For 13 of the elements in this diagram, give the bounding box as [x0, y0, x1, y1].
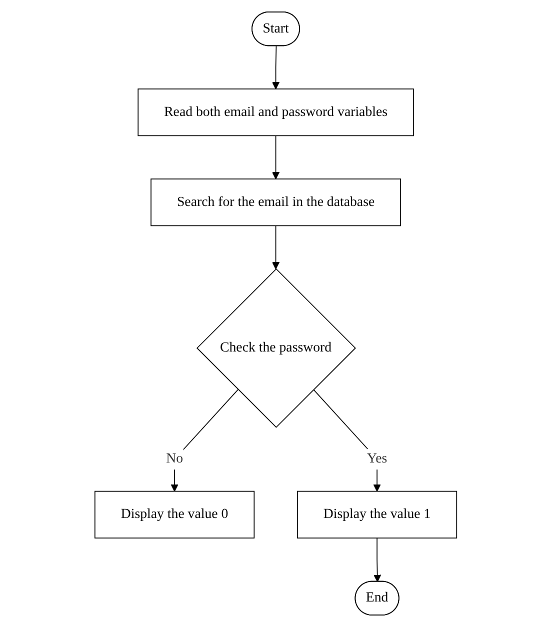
node-box: Display the value 1	[296, 490, 457, 538]
edge-label: Yes	[366, 451, 387, 466]
node-box: Display the value 0	[94, 490, 254, 538]
arrow	[272, 225, 280, 270]
arrow	[312, 389, 381, 492]
arrow	[272, 46, 280, 90]
node-diamond: Check the password	[196, 268, 356, 428]
arrow	[373, 538, 381, 582]
edge-label: No	[166, 451, 183, 466]
node-box: Search for the email in the database	[150, 178, 401, 226]
node-box: Read both email and password variables	[137, 88, 414, 136]
arrow	[272, 135, 280, 180]
arrow	[170, 389, 238, 492]
